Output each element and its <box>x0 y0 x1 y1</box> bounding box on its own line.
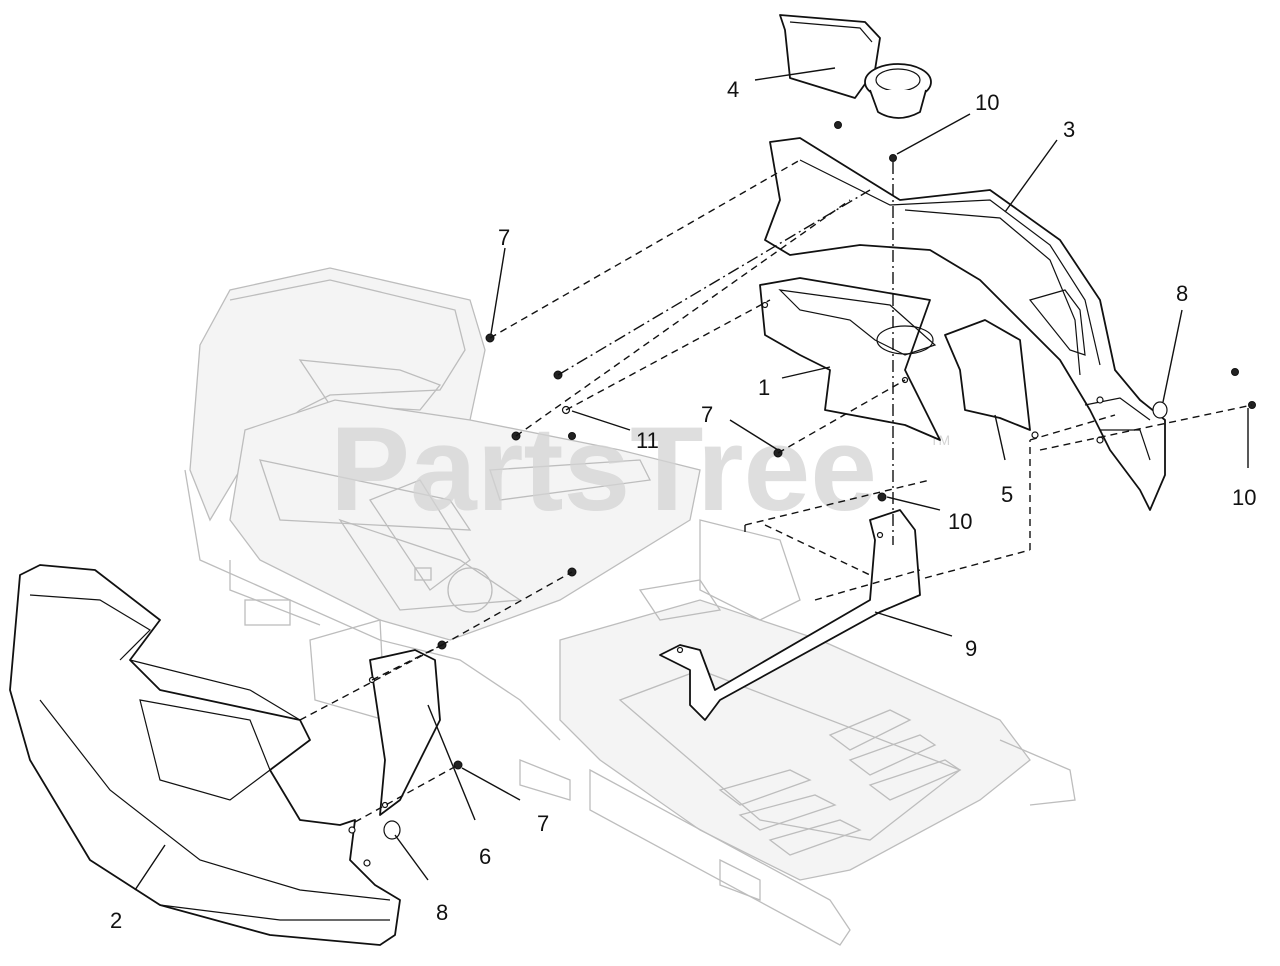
callout-8-right: 8 <box>1176 281 1188 306</box>
part-5-side-panel <box>944 319 1039 439</box>
callout-7-bottom: 7 <box>537 811 549 836</box>
part-9-bracket <box>659 509 921 721</box>
part-4-cup-holder-tray <box>779 14 932 119</box>
callout-7-top: 7 <box>498 225 510 250</box>
callout-9: 9 <box>965 636 977 661</box>
part-3-rear-console <box>764 137 1166 511</box>
callout-5: 5 <box>1001 482 1013 507</box>
callout-10-right: 10 <box>1232 485 1256 510</box>
watermark-text: PartsTree <box>330 402 877 536</box>
callout-3: 3 <box>1063 117 1075 142</box>
callout-10-top: 10 <box>975 90 999 115</box>
part-1-center-tray <box>759 277 941 441</box>
assembly-lines <box>299 159 1253 823</box>
part-2-front-body <box>9 564 401 946</box>
leader-lines <box>134 67 1249 891</box>
part-6-left-side-panel <box>368 649 441 816</box>
callout-6: 6 <box>479 844 491 869</box>
callout-11: 11 <box>636 428 659 453</box>
callout-1: 1 <box>758 375 770 400</box>
callout-8-bottom: 8 <box>436 900 448 925</box>
callout-labels: 1 2 3 4 5 6 7 7 7 8 8 9 10 10 10 11 <box>110 77 1256 933</box>
callout-2: 2 <box>110 908 122 933</box>
callout-7-middle: 7 <box>701 402 713 427</box>
callout-4: 4 <box>727 77 739 102</box>
callout-10-middle: 10 <box>948 509 972 534</box>
chassis-frame <box>184 267 1076 946</box>
hardware <box>383 121 1256 840</box>
